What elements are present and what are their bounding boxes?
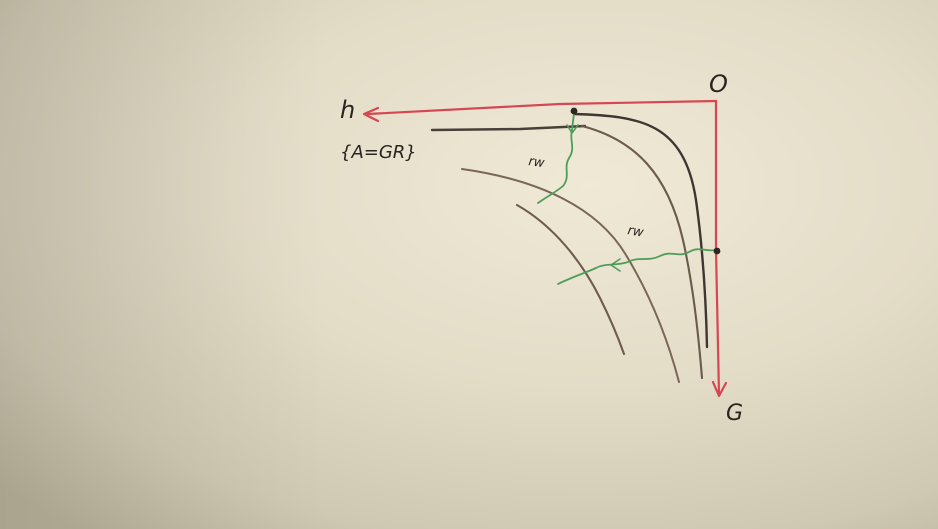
- intersection-dot-top: [570, 107, 578, 115]
- curves: [461, 112, 709, 383]
- curve-second: [580, 124, 704, 380]
- flow-top: [537, 112, 575, 204]
- curve-outer: [572, 112, 709, 349]
- flow-top-arrowhead: [566, 124, 579, 134]
- bound-label: {A=GR}: [340, 142, 417, 163]
- curve-third: [461, 168, 680, 383]
- rate-label-right: rw: [626, 223, 645, 241]
- origin-label: O: [709, 70, 728, 98]
- vertical-axis-arrowhead: [711, 380, 728, 398]
- flows: [537, 112, 717, 285]
- rate-label-top: rw: [527, 154, 545, 171]
- horizontal-axis-arrowhead: [362, 106, 380, 123]
- vertical-axis-label: G: [726, 401, 743, 426]
- curve-inner: [515, 203, 626, 356]
- horizontal-axis-label: h: [340, 96, 355, 124]
- flow-right: [557, 248, 717, 285]
- axes: [362, 99, 728, 398]
- flow-right-arrowhead: [610, 258, 621, 272]
- intersection-dot-right: [713, 247, 721, 255]
- bound-line: [430, 124, 587, 132]
- horizontal-axis: [366, 99, 718, 116]
